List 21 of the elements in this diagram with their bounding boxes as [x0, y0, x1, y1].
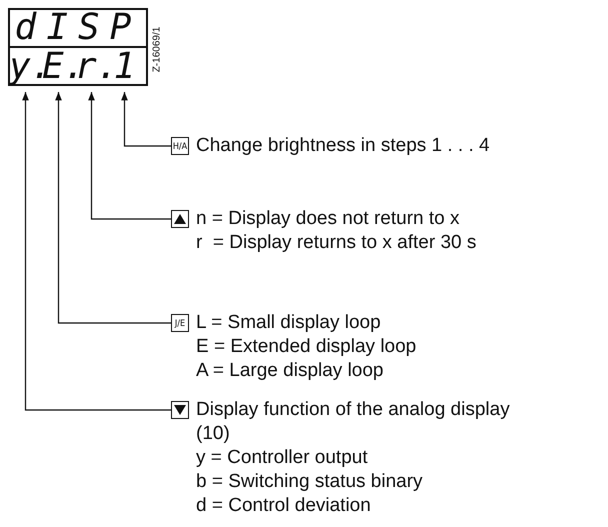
display-digits: 1 — [108, 49, 141, 85]
leader-arrow — [55, 92, 171, 324]
leader-arrow — [22, 92, 171, 411]
leader-arrow — [121, 92, 171, 147]
display-digits: r. — [75, 49, 108, 85]
description-text: n = Display does not return to x — [196, 207, 461, 231]
leader-arrow — [88, 92, 171, 220]
description-text: y = Controller output — [196, 446, 369, 470]
description-text: r = Display returns to x after 30 s — [196, 231, 478, 255]
key-label: J/E — [171, 314, 189, 332]
description-text: L = Small display loop — [196, 311, 382, 335]
key-label: H/A — [171, 137, 189, 155]
description-text: d = Control deviation — [196, 494, 372, 518]
display-digits: dISP — [10, 10, 146, 46]
display-digits: E. — [42, 49, 75, 85]
description-text: b = Switching status binary — [196, 470, 424, 494]
description-text: E = Extended display loop — [196, 335, 418, 359]
figure-number: Z-16069/1 — [152, 26, 162, 74]
description-text: A = Large display loop — [196, 359, 384, 383]
description-text: Display function of the analog display (10) — [196, 398, 511, 446]
description-text: Change brightness in steps 1 . . . 4 — [196, 134, 491, 158]
